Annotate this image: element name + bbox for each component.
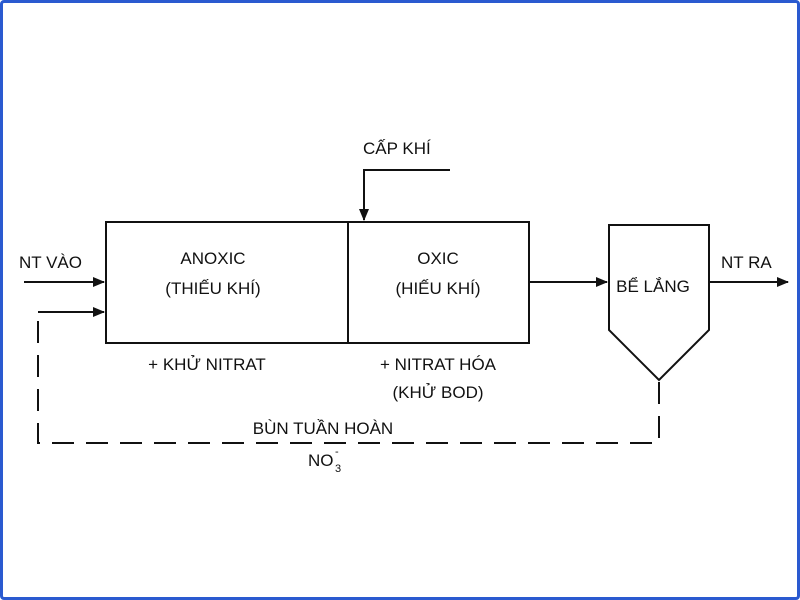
nitrate-formula: NO 3 - xyxy=(308,446,341,475)
anoxic-process: + KHỬ NITRAT xyxy=(148,355,266,374)
oxic-process-line1: + NITRAT HÓA xyxy=(380,355,497,374)
settling-tank-shape xyxy=(608,224,710,382)
anoxic-title: ANOXIC xyxy=(180,249,245,268)
inlet-label: NT VÀO xyxy=(19,253,82,272)
oxic-title: OXIC xyxy=(417,249,459,268)
settling-tank-label: BỂ LẮNG xyxy=(616,277,690,296)
nitrate-subscript: 3 xyxy=(335,463,341,475)
nitrate-base: NO xyxy=(308,451,334,470)
nitrate-superscript: - xyxy=(335,446,339,458)
outlet-label: NT RA xyxy=(721,253,772,272)
oxic-subtitle: (HIẾU KHÍ) xyxy=(396,279,481,298)
air-supply-arrow xyxy=(359,169,450,221)
recycle-sludge-label: BÙN TUẦN HOÀN xyxy=(253,419,393,438)
air-supply-label: CẤP KHÍ xyxy=(363,139,431,158)
anoxic-subtitle: (THIẾU KHÍ) xyxy=(165,279,260,298)
oxic-process-line2: (KHỬ BOD) xyxy=(392,383,483,402)
